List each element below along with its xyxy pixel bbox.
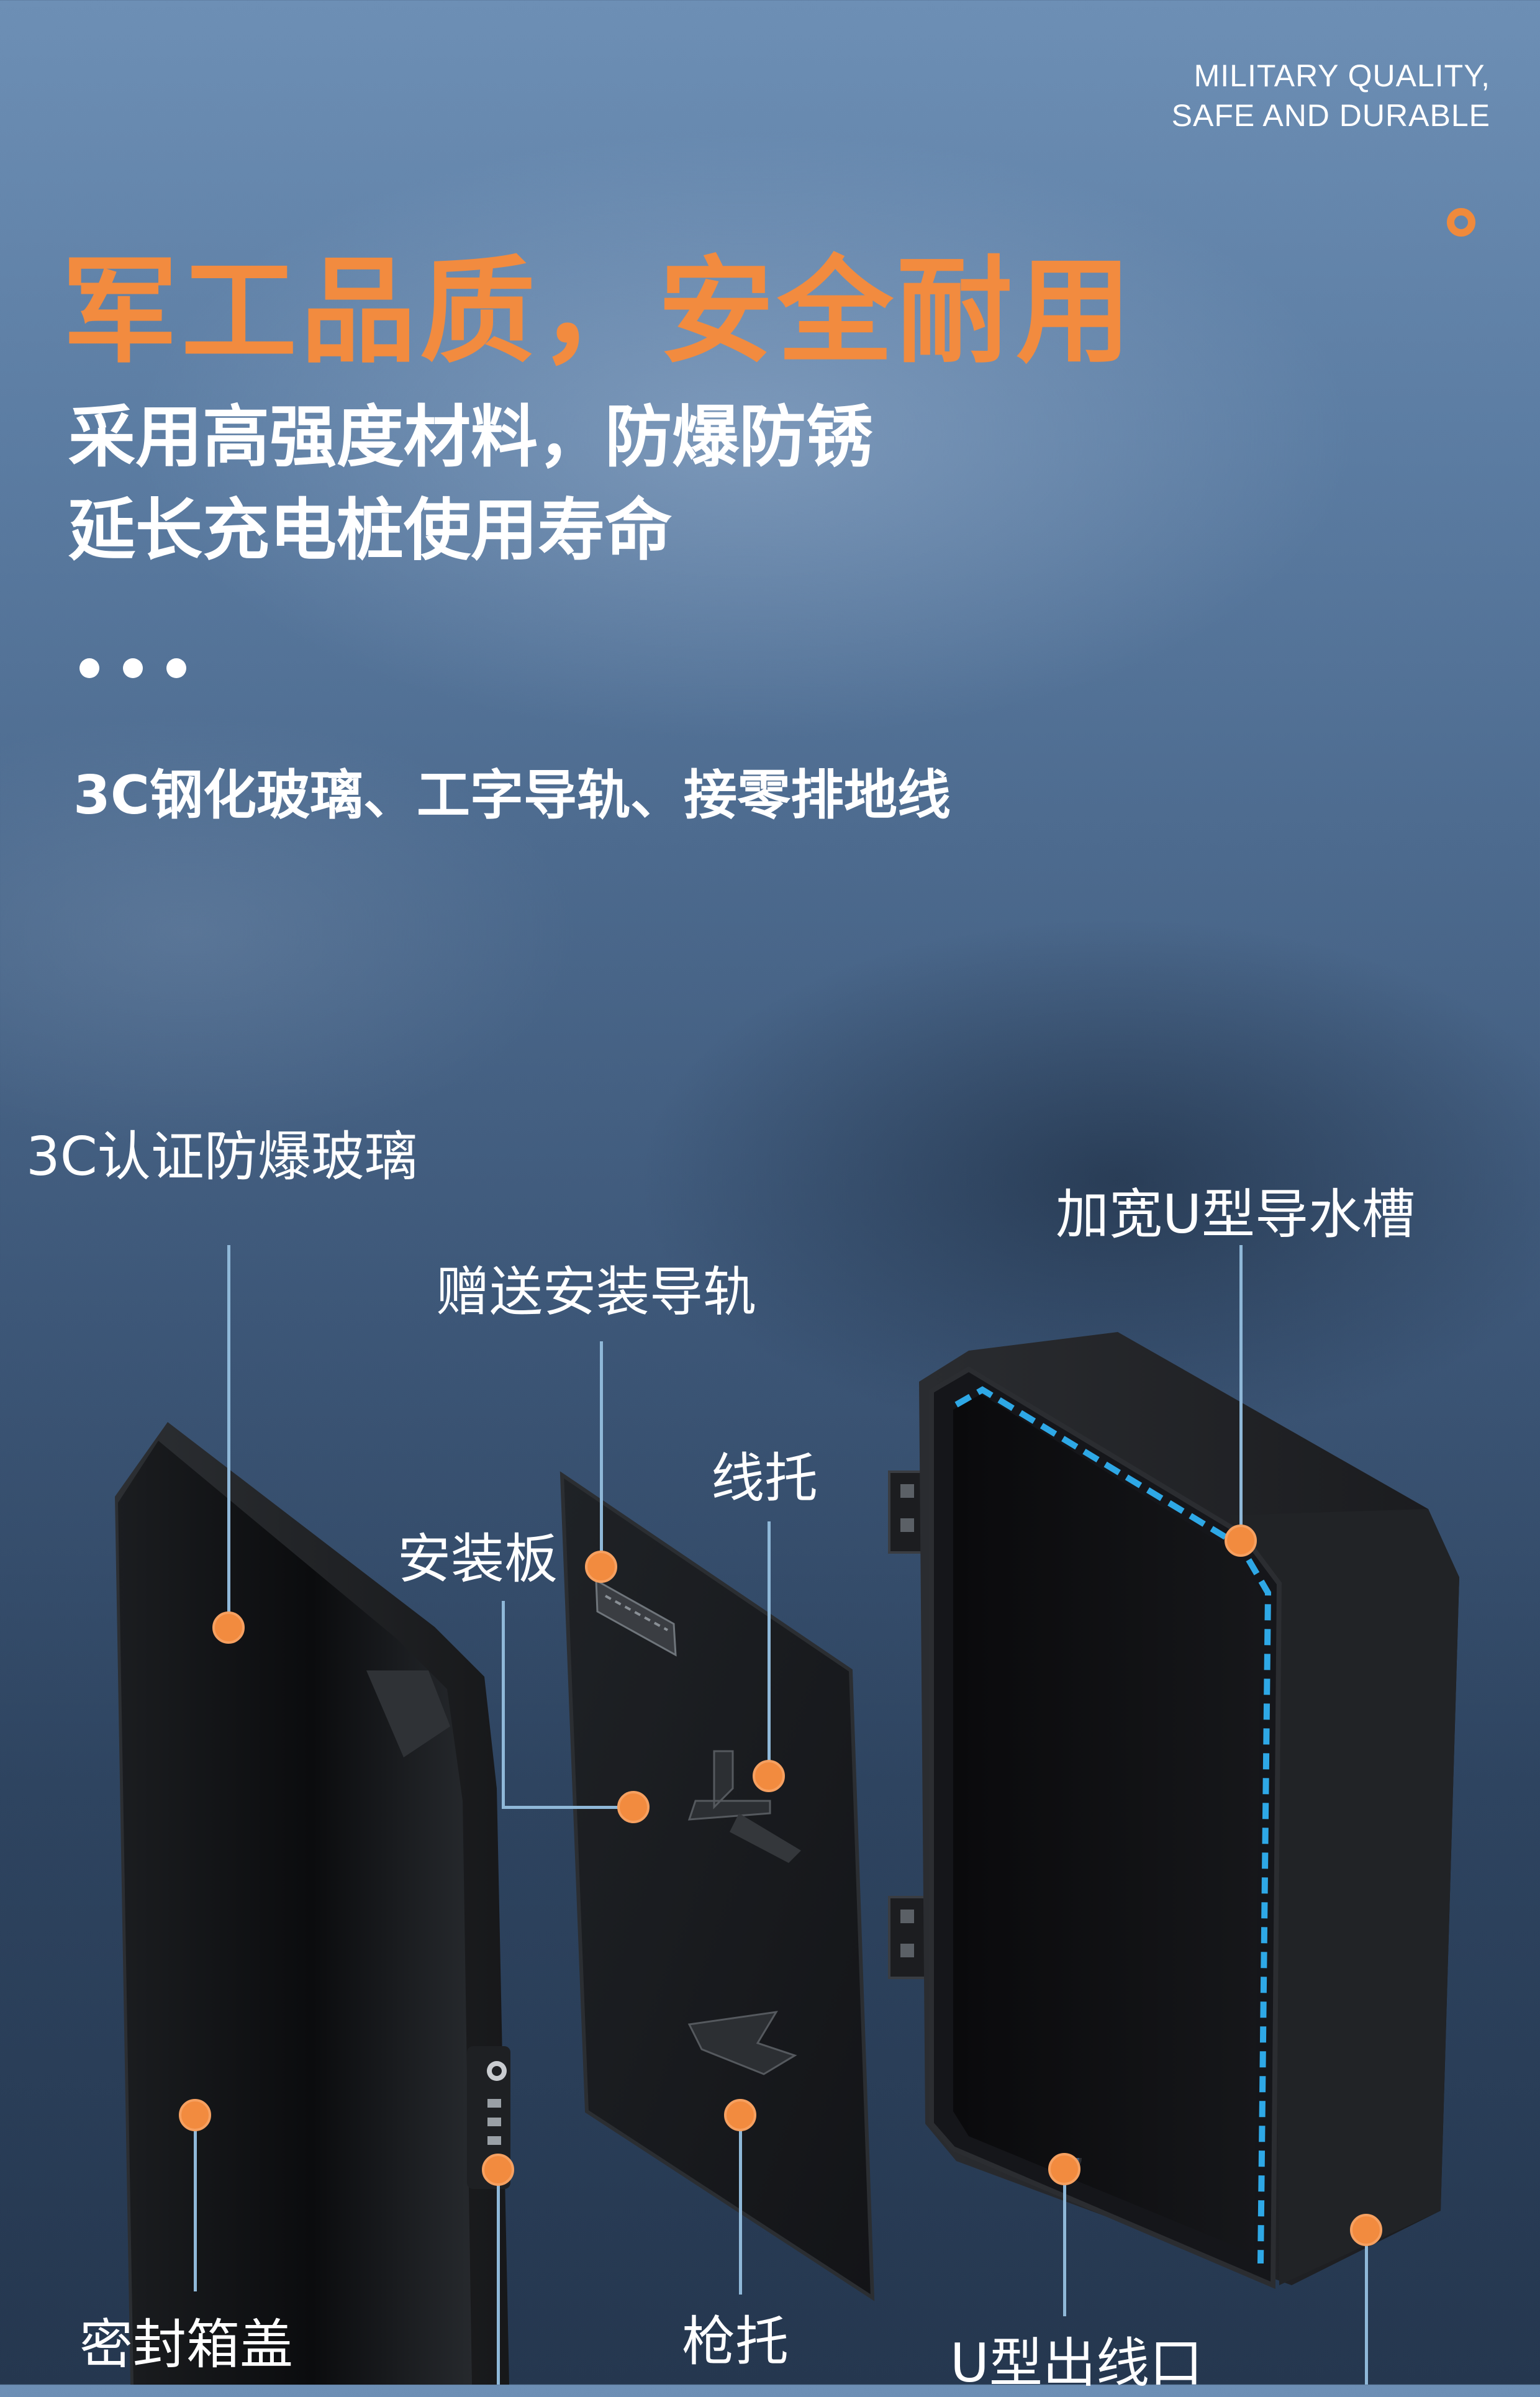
callout-glass-label: 3C认证防爆玻璃 <box>26 1126 418 1188</box>
callout-gun-holder-label: 枪托 <box>682 2311 789 2373</box>
cable-holder-icon <box>687 1750 771 1821</box>
english-tagline-line2: SAFE AND DURABLE <box>1171 98 1490 133</box>
callout-lock-line <box>497 2170 500 2385</box>
callout-water-channel-line <box>1239 1245 1243 1537</box>
callout-mount-plate-vline <box>502 1601 505 1809</box>
callout-cable-holder-dot <box>753 1760 785 1792</box>
callout-lock-dot <box>482 2154 514 2186</box>
mount-plate-part <box>559 1471 875 2301</box>
callout-side-dot <box>1350 2214 1382 2246</box>
callout-side-line <box>1365 2242 1368 2385</box>
dots-icon <box>79 658 210 681</box>
gun-holder-icon <box>687 2011 797 2075</box>
callout-glass-dot <box>212 1611 245 1644</box>
ring-icon <box>1447 208 1475 237</box>
callout-mount-plate-hline <box>502 1806 632 1809</box>
callout-mount-plate-dot <box>617 1791 650 1823</box>
callout-rail-line <box>600 1341 603 1565</box>
callout-cable-outlet-label: U型出线口 <box>950 2332 1203 2395</box>
callout-cable-outlet-line <box>1063 2183 1066 2316</box>
subtitle: 采用高强度材料，防爆防锈 延长充电桩使用寿命 <box>68 391 873 578</box>
cover-part <box>115 1422 510 2385</box>
callout-gun-holder-dot <box>724 2099 756 2131</box>
page-title: 军工品质，安全耐用 <box>62 244 1136 379</box>
callout-mount-plate-label: 安装板 <box>397 1528 558 1590</box>
callout-water-channel-label: 加宽U型导水槽 <box>1056 1184 1415 1246</box>
callout-water-channel-dot <box>1225 1525 1257 1557</box>
subtitle-line2: 延长充电桩使用寿命 <box>68 492 673 569</box>
callout-rail-label: 赠送安装导轨 <box>436 1261 756 1323</box>
english-tagline: MILITARY QUALITY, SAFE AND DURABLE <box>1172 56 1490 135</box>
english-tagline-line1: MILITARY QUALITY, <box>1194 58 1490 93</box>
callout-cable-holder-label: 线托 <box>711 1448 818 1510</box>
callout-glass-line <box>227 1245 230 1627</box>
rail-icon <box>595 1579 677 1657</box>
callout-cable-outlet-dot <box>1048 2153 1080 2185</box>
callout-cover-line <box>194 2114 197 2291</box>
callout-gun-holder-line <box>739 2114 742 2295</box>
features-text: 3C钢化玻璃、工字导轨、接零排地线 <box>73 764 951 827</box>
callout-cover-dot <box>179 2099 211 2131</box>
subtitle-line1: 采用高强度材料，防爆防锈 <box>68 399 874 476</box>
box-part <box>888 1332 1459 2290</box>
callout-cover-label: 密封箱盖 <box>79 2314 293 2376</box>
callout-cable-holder-line <box>768 1521 771 1770</box>
callout-rail-dot <box>585 1551 617 1583</box>
